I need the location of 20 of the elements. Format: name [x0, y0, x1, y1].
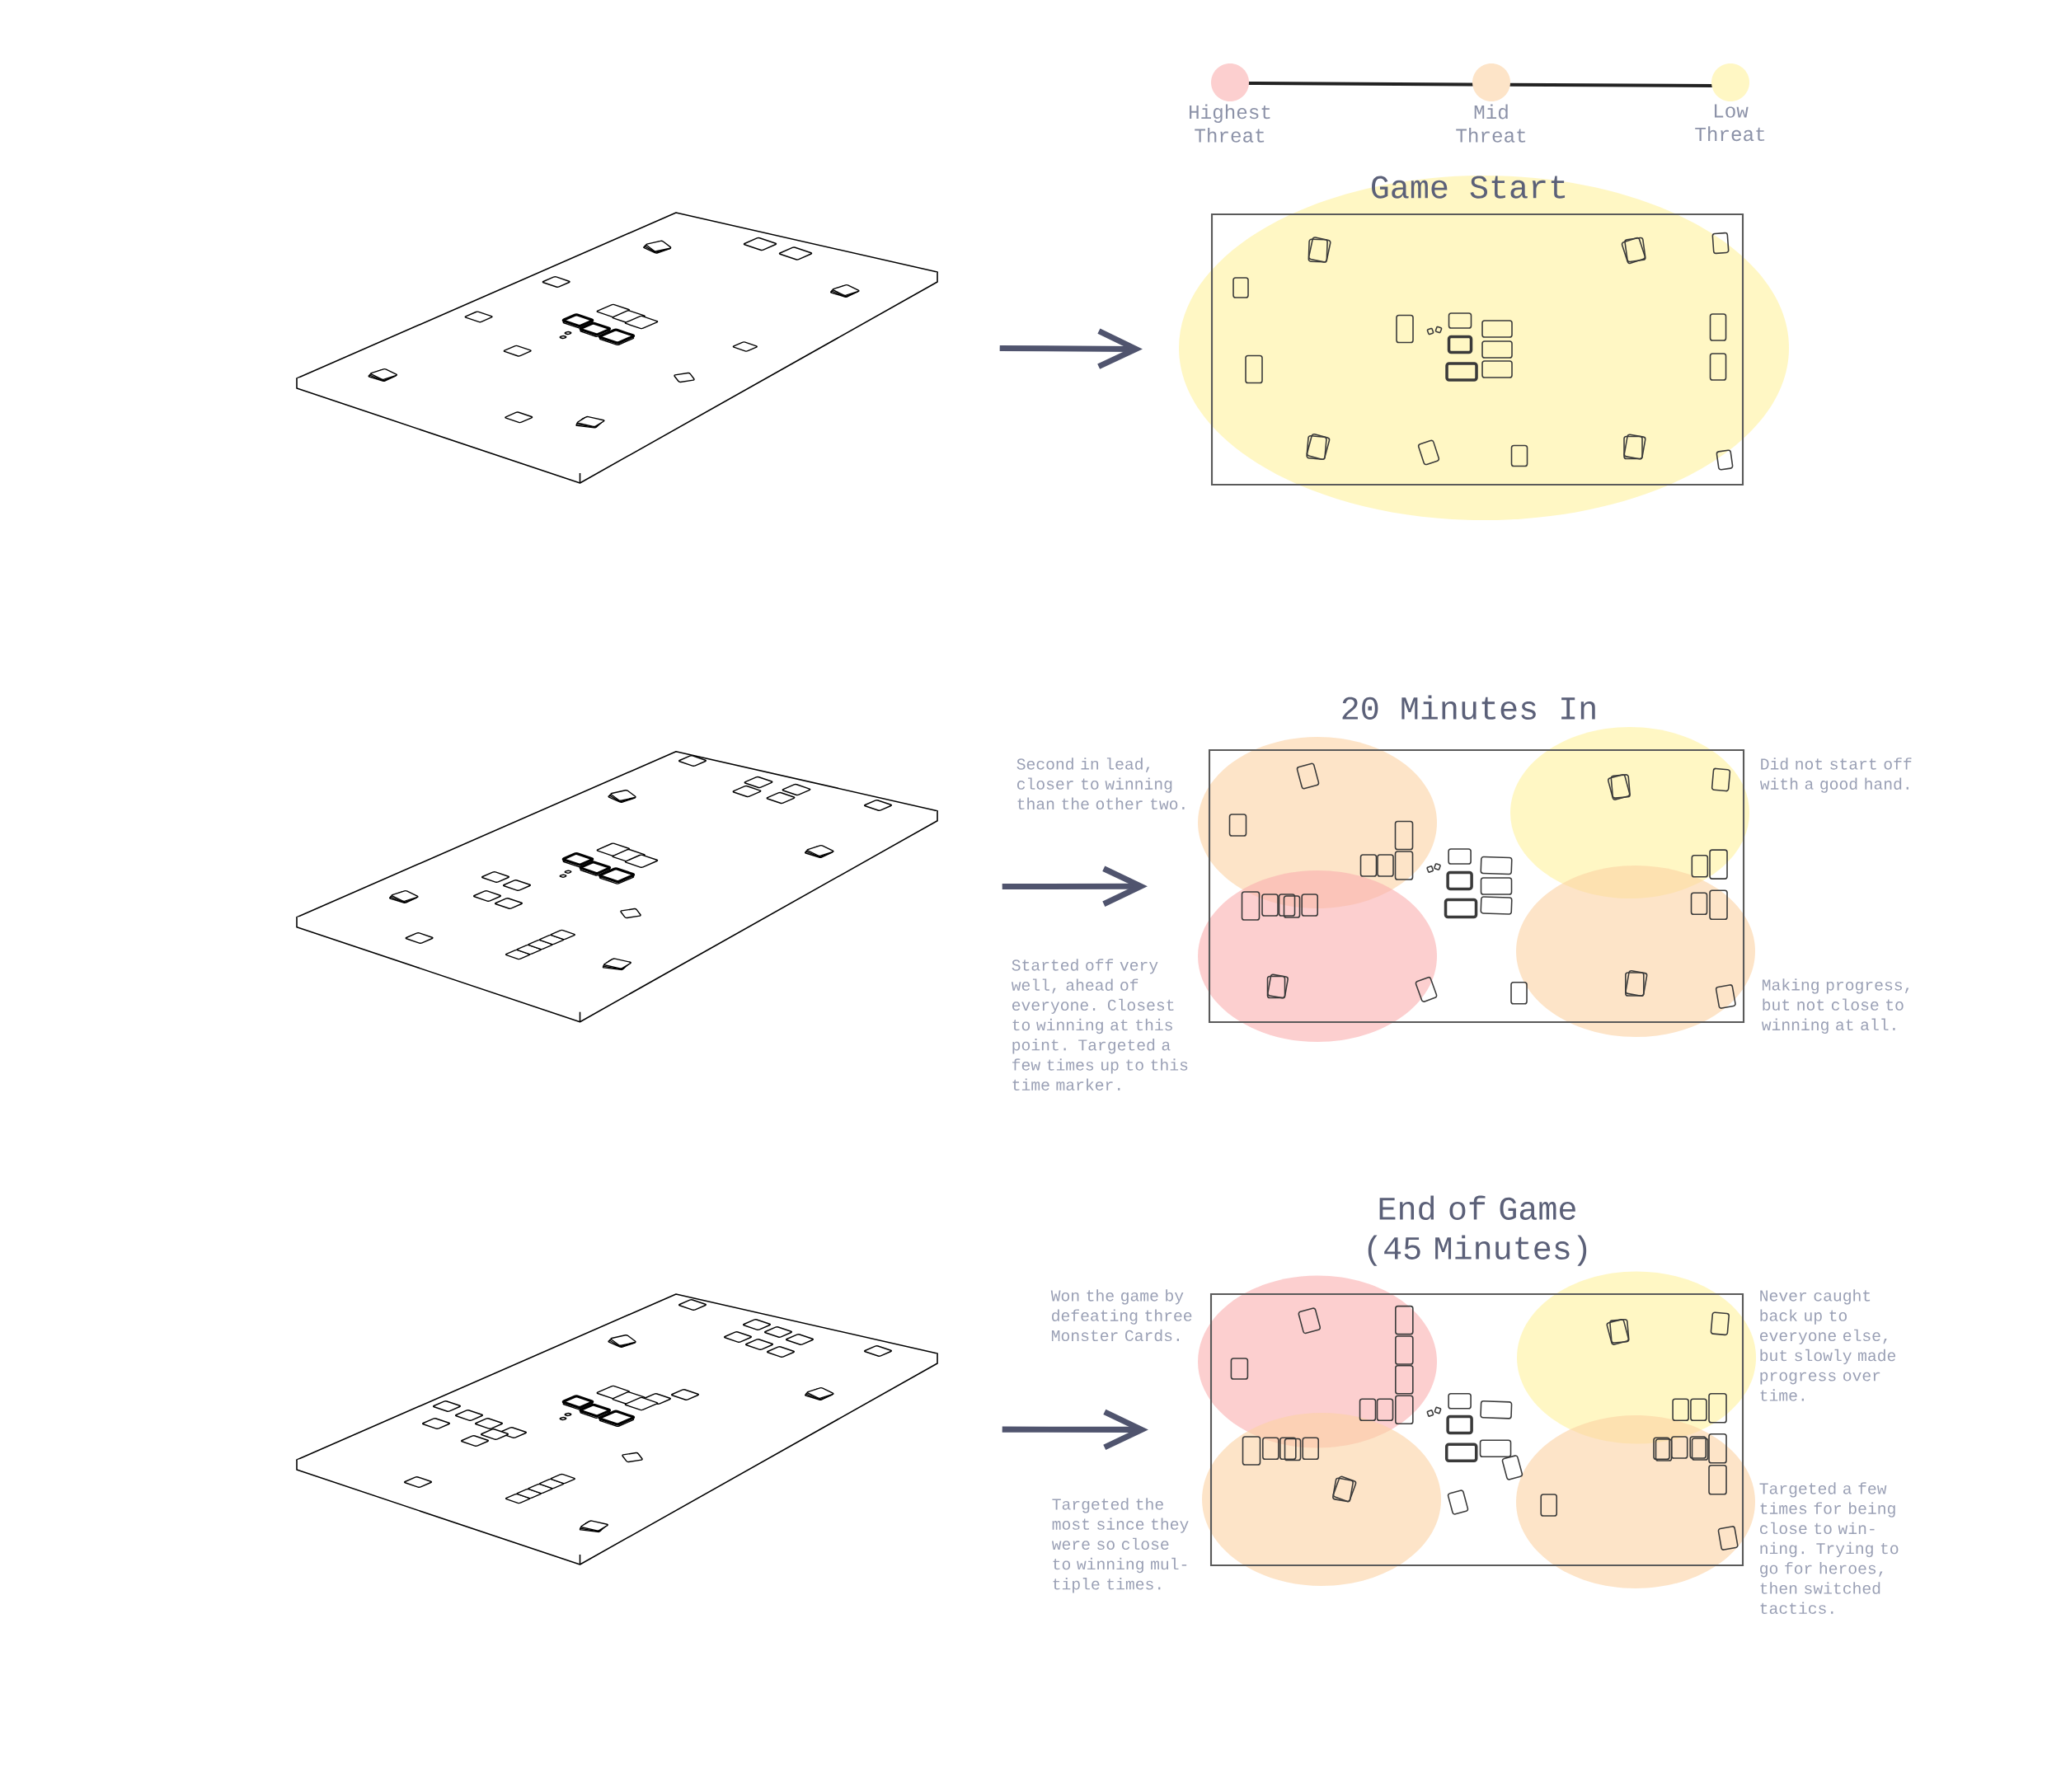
annotation: Did not start off with a good hand. — [1759, 758, 1912, 793]
panel-title: End of Game (45 Minutes) — [1368, 1195, 1587, 1266]
table-drawing — [296, 1293, 938, 1565]
panel-title: 20 Minutes In — [1342, 695, 1595, 720]
annotation: Targeted a few times for being close to win- ning. Trying to go for heroes, then switched tactics. — [1759, 1482, 1899, 1614]
annotation: Targeted the most since they were so close to winning mul- tiple times. — [1051, 1498, 1189, 1593]
table-drawing — [296, 750, 938, 1023]
annotation: Never caught back up to everyone else, but slowly made progress over time. — [1760, 1289, 1896, 1401]
annotation: Making progress, but not close to winning at all. — [1761, 978, 1909, 1034]
legend-label: Mid Threat — [1456, 104, 1526, 143]
arrow — [1002, 1409, 1148, 1450]
legend-label: Highest Threat — [1190, 104, 1270, 143]
annotation: Won the game by defeating three Monster Cards. — [1050, 1289, 1192, 1342]
arrow — [999, 328, 1143, 369]
arrow — [1002, 866, 1148, 907]
legend-label: Low Threat — [1695, 104, 1765, 142]
annotation: Second in lead, closer to winning than the other two. — [1016, 758, 1185, 810]
annotation: Started off very well, ahead of everyone. Closest to winning at this point. Targeted a few times up to this time marker. — [1011, 959, 1188, 1091]
table-drawing — [296, 212, 938, 484]
panel-title: Game Start — [1372, 176, 1566, 199]
